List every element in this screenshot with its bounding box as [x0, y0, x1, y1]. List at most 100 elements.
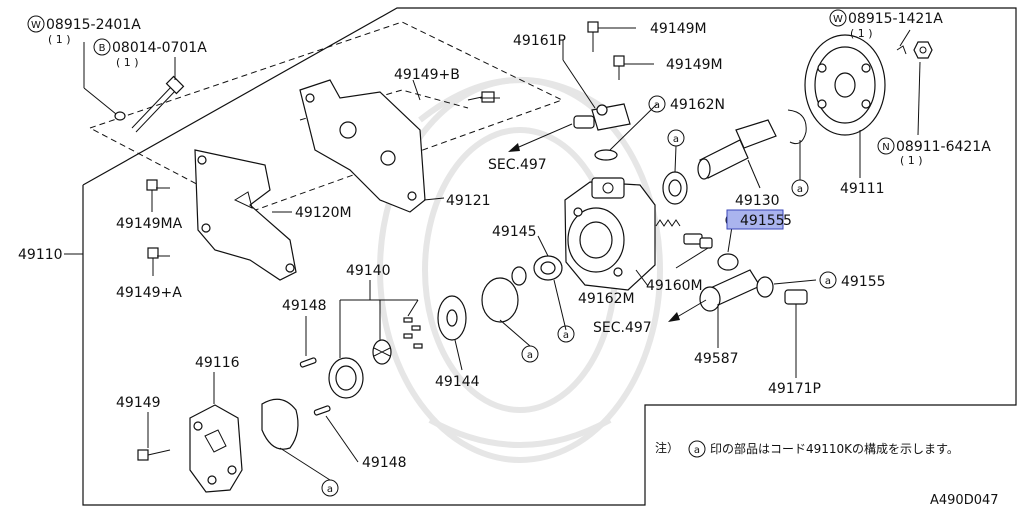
svg-text:a: a	[694, 445, 700, 456]
pin-49148-lower	[313, 405, 331, 416]
diagram-code: A490D047	[930, 493, 999, 508]
callout-w-08915-2401a: W 08915-2401A ( 1 )	[27, 15, 141, 46]
label-sec497-2: SEC.497	[593, 320, 652, 336]
washer-08915-1421a	[896, 45, 907, 55]
label-49120m: 49120M	[295, 205, 352, 221]
label-49149m-1: 49149M	[650, 21, 707, 37]
svg-text:B: B	[99, 43, 106, 54]
shaft-49130	[697, 119, 777, 180]
snap-ring	[787, 109, 807, 145]
label-49145: 49145	[492, 224, 537, 240]
svg-text:a: a	[327, 484, 333, 495]
label-49149m-2: 49149M	[666, 57, 723, 73]
svg-text:08915-1421A: 08915-1421A	[848, 11, 943, 27]
label-49110: 49110	[18, 247, 63, 263]
svg-text:( 1 ): ( 1 )	[48, 33, 71, 46]
gasket-cover	[261, 398, 299, 450]
ring-49140	[328, 357, 364, 399]
valve-spring	[655, 219, 713, 249]
svg-text:W: W	[31, 20, 41, 31]
oring-49162n	[594, 149, 618, 161]
label-49160m: 49160M	[646, 278, 703, 294]
seal-near-pump	[662, 171, 688, 205]
svg-text:a: a	[527, 350, 533, 361]
flow-control-49145	[533, 255, 563, 281]
cover-49116	[189, 404, 243, 493]
oring-small	[511, 266, 527, 286]
pin-49148-upper	[299, 357, 317, 368]
bolt-08014-0701a	[131, 75, 185, 133]
washer-08915-2401a	[114, 111, 126, 121]
label-49149-plus-a: 49149+A	[116, 285, 182, 301]
svg-text:08014-0701A: 08014-0701A	[112, 40, 207, 56]
bolt-49149	[137, 449, 171, 461]
fitting-49161p	[573, 103, 631, 131]
gasket-oval	[481, 277, 519, 323]
label-49149: 49149	[116, 395, 161, 411]
label-sec497-1: SEC.497	[488, 157, 547, 173]
label-49149-plus-b: 49149+B	[394, 67, 460, 83]
label-49130: 49130	[735, 193, 780, 209]
label-49116: 49116	[195, 355, 240, 371]
label-49149ma: 49149MA	[116, 216, 183, 232]
svg-text:( 1 ): ( 1 )	[850, 27, 873, 40]
marker-a-snap-ring: a	[791, 179, 809, 197]
label-49111: 49111	[840, 181, 885, 197]
svg-text:a: a	[825, 276, 831, 287]
bracket-49120m	[194, 149, 297, 281]
svg-text:印の部品はコード49110Kの構成を示します。: 印の部品はコード49110Kの構成を示します。	[710, 441, 959, 456]
bolt-49171p	[784, 289, 808, 324]
label-49162n: 49162N	[670, 97, 725, 113]
label-49161p: 49161P	[513, 33, 566, 49]
label-49155-highlighted: 49155 5	[726, 209, 792, 230]
svg-text:( 1 ): ( 1 )	[900, 154, 923, 167]
svg-text:( 1 ): ( 1 )	[116, 56, 139, 69]
nut-08911-6421a	[913, 41, 933, 59]
washer-49155-lower	[756, 276, 774, 298]
label-49148-1: 49148	[282, 298, 327, 314]
svg-text:注）: 注）	[655, 440, 679, 455]
label-49140: 49140	[346, 263, 391, 279]
rotor-49140	[372, 339, 392, 365]
bracket-49121	[299, 79, 426, 213]
marker-a-oring: a	[557, 325, 575, 343]
label-49155: 49155	[841, 274, 886, 290]
svg-text:a: a	[797, 184, 803, 195]
svg-text:W: W	[833, 14, 843, 25]
footnote: 注） a 印の部品はコード49110Kの構成を示します。	[655, 440, 959, 458]
oring-49155	[717, 253, 739, 271]
label-49148-2: 49148	[362, 455, 407, 471]
leader-lines	[64, 27, 921, 481]
label-49162m: 49162M	[578, 291, 635, 307]
bolt-49149-plus-a	[147, 247, 159, 276]
bolt-49149-plus-b	[467, 91, 495, 103]
pump-body	[564, 177, 656, 291]
svg-text:08911-6421A: 08911-6421A	[896, 139, 991, 155]
pulley-49111	[804, 34, 886, 136]
sec497-arrow-1	[508, 123, 573, 152]
sec497-arrow-2	[668, 299, 707, 322]
bolt-49149ma	[146, 179, 158, 212]
svg-text:5: 5	[783, 213, 792, 229]
vanes-49140	[403, 317, 423, 349]
marker-a-49162n: a	[648, 95, 666, 113]
svg-text:08915-2401A: 08915-2401A	[46, 17, 141, 33]
label-49144: 49144	[435, 374, 480, 390]
svg-text:N: N	[882, 142, 889, 153]
assembly-frame	[82, 7, 1017, 506]
svg-text:a: a	[673, 134, 679, 145]
svg-text:a: a	[654, 100, 660, 111]
label-49121: 49121	[446, 193, 491, 209]
marker-a-seal: a	[667, 129, 685, 147]
label-49171p: 49171P	[768, 381, 821, 397]
marker-a-cover-gasket: a	[321, 479, 339, 497]
bolt-49149m-2	[613, 55, 625, 80]
svg-text:a: a	[563, 330, 569, 341]
marker-a-gasket: a	[521, 345, 539, 363]
callout-w-08915-1421a: W 08915-1421A ( 1 )	[829, 9, 943, 40]
svg-text:49155: 49155	[740, 213, 785, 229]
callout-n-08911-6421a: N 08911-6421A ( 1 )	[877, 137, 991, 167]
bolt-49149m-1	[587, 21, 599, 52]
label-49587: 49587	[694, 351, 739, 367]
